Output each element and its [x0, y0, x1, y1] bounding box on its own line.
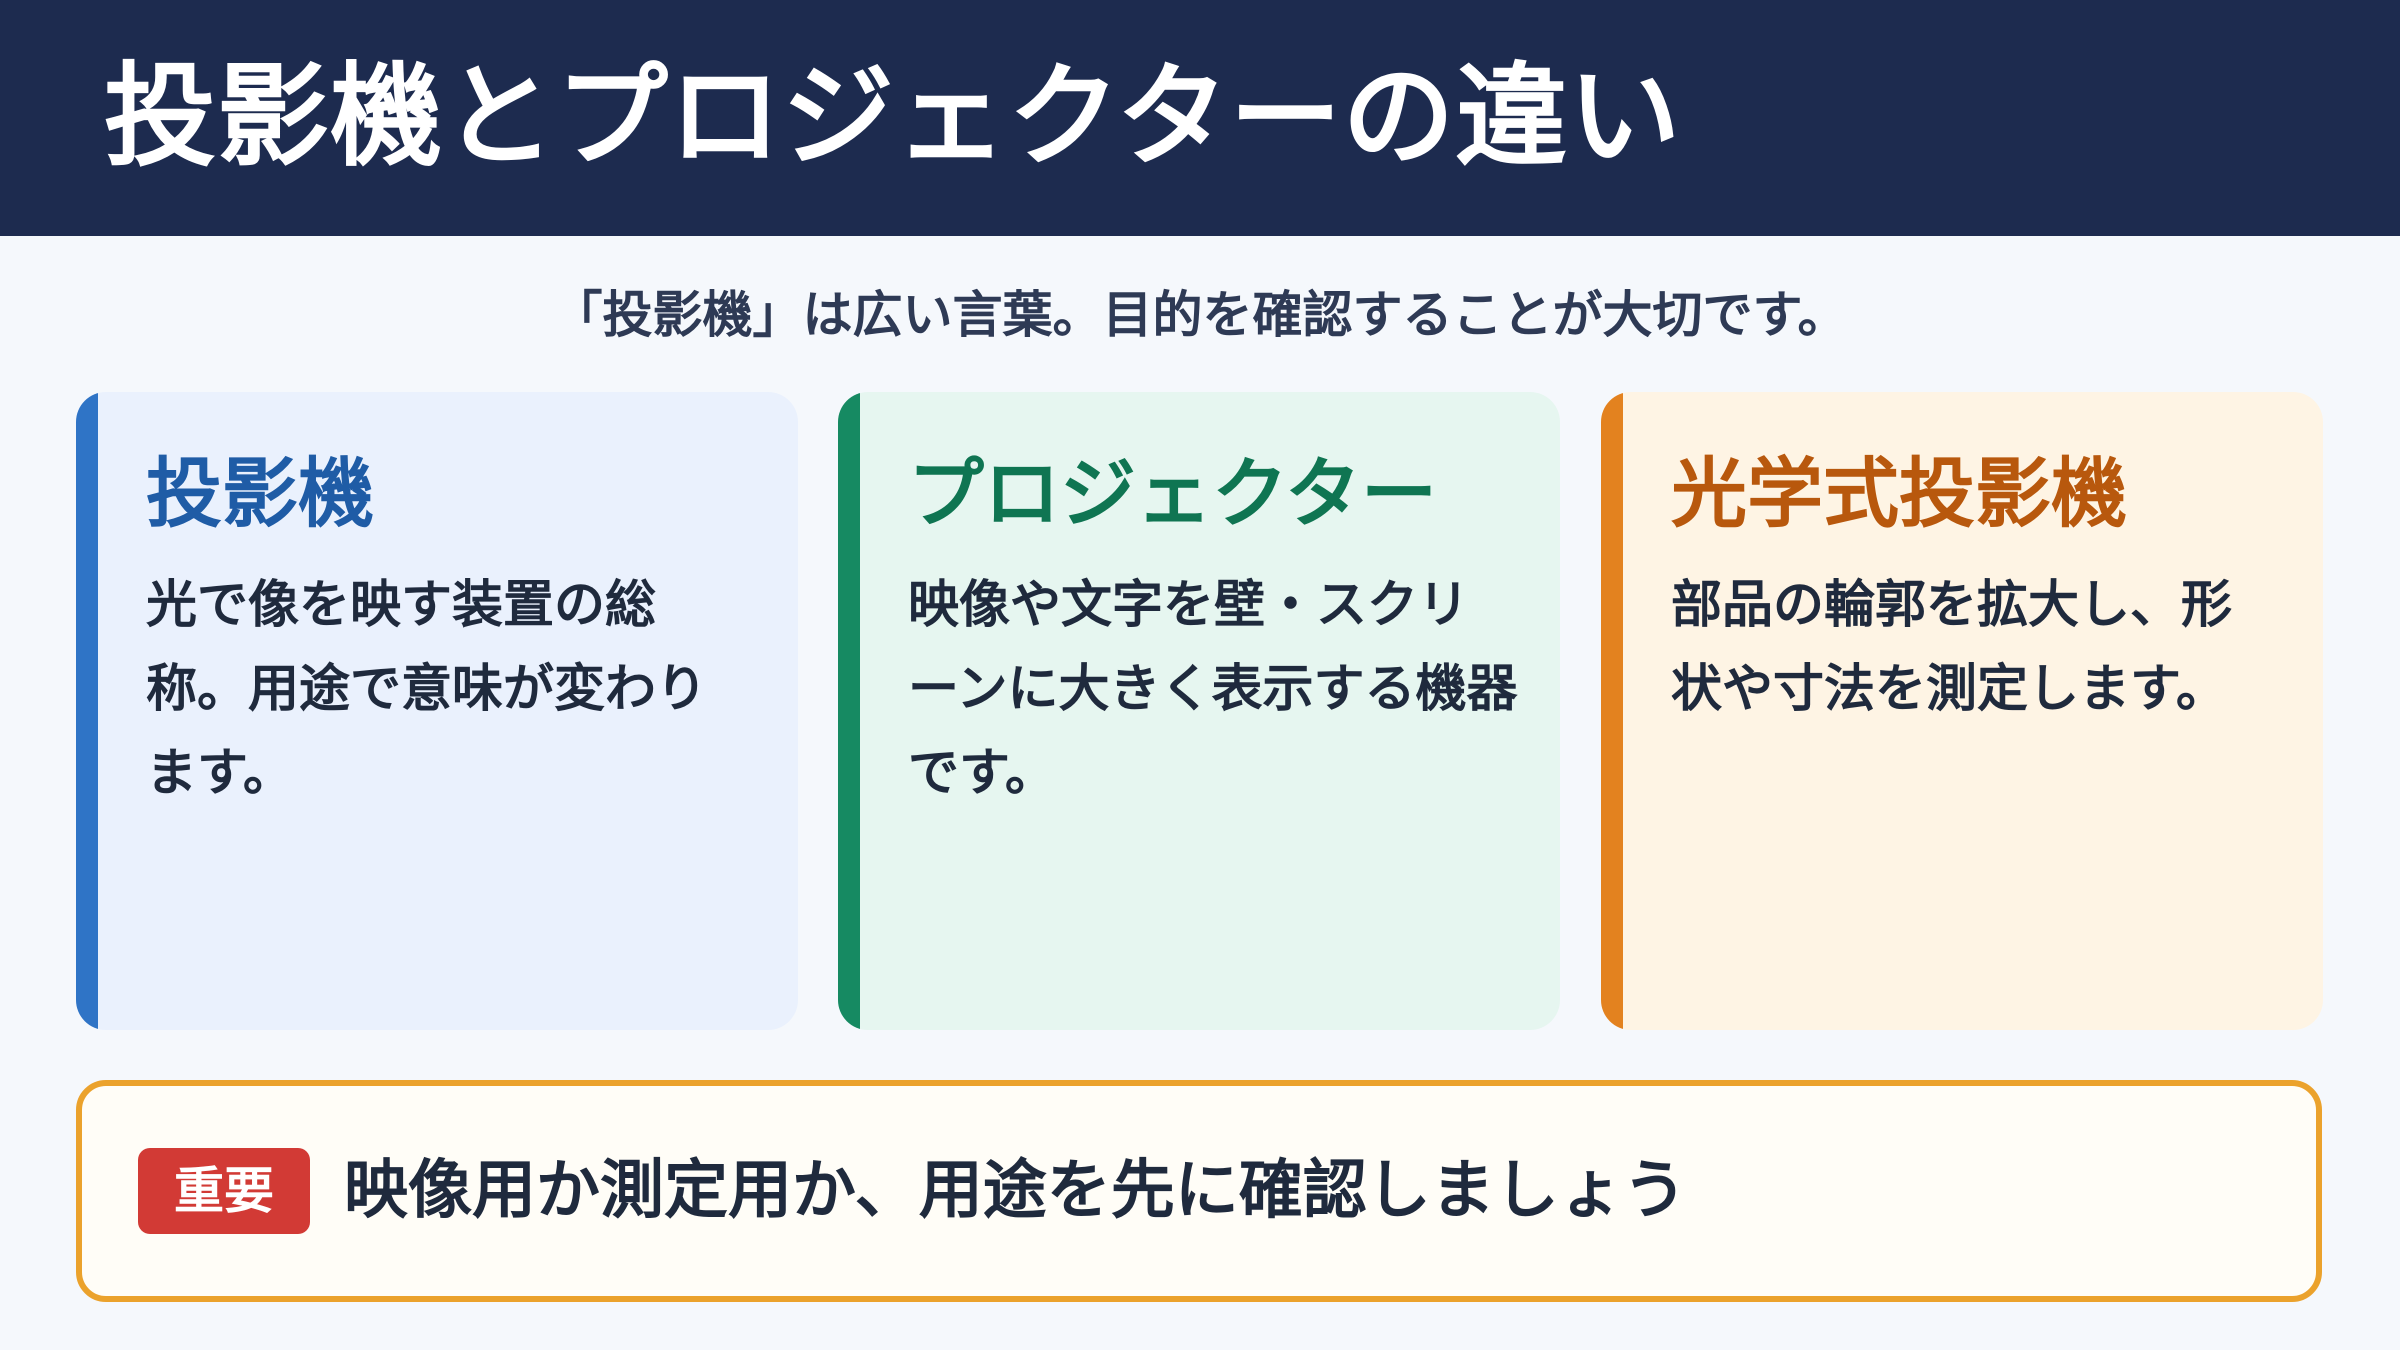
- card-accent-bar: [838, 392, 860, 1030]
- card-optical-projector: 光学式投影機 部品の輪郭を拡大し、形状や寸法を測定します。: [1601, 392, 2323, 1030]
- card-accent-bar: [1601, 392, 1623, 1030]
- card-heading: プロジェクター: [908, 449, 1437, 538]
- card-body: 光で像を映す装置の総称。用途で意味が変わります。: [146, 576, 708, 803]
- card-accent-bar: [76, 392, 98, 1030]
- card-heading: 光学式投影機: [1671, 449, 2127, 538]
- important-note-text: 映像用か測定用か、用途を先に確認しましょう: [344, 1154, 1687, 1228]
- important-note: 重要 映像用か測定用か、用途を先に確認しましょう: [76, 1080, 2322, 1302]
- card-projector: プロジェクター 映像や文字を壁・スクリーンに大きく表示する機器です。: [838, 392, 1560, 1030]
- page-title: 投影機とプロジェクターの違い: [104, 52, 1682, 182]
- card-heading: 投影機: [146, 449, 374, 538]
- card-projection-device: 投影機 光で像を映す装置の総称。用途で意味が変わります。: [76, 392, 798, 1030]
- header-banner: 投影機とプロジェクターの違い: [0, 0, 2400, 236]
- subtitle: 「投影機」は広い言葉。目的を確認することが大切です。: [552, 286, 1848, 344]
- card-body: 部品の輪郭を拡大し、形状や寸法を測定します。: [1671, 576, 2233, 719]
- important-badge: 重要: [138, 1148, 310, 1234]
- card-body: 映像や文字を壁・スクリーンに大きく表示する機器です。: [908, 576, 1518, 803]
